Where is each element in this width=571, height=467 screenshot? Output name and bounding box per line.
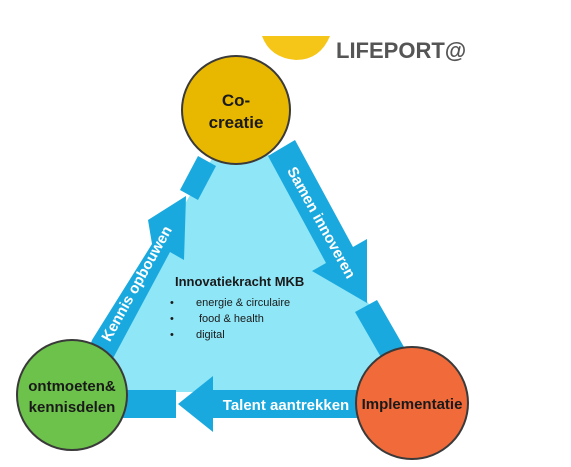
node-co-creatie-line1: Co- — [222, 91, 250, 110]
node-ontmoeten-circle — [16, 339, 128, 451]
node-ontmoeten-kennisdelen: ontmoeten& kennisdelen — [16, 339, 128, 451]
center-title: Innovatiekracht MKB — [175, 274, 304, 289]
arrow-label-talent-aantrekken: Talent aantrekken — [223, 397, 349, 414]
arrow-talent-aantrekken-shape — [178, 376, 358, 432]
node-implementatie: Implementatie — [355, 346, 469, 460]
node-co-creatie-line2: creatie — [209, 113, 264, 132]
brand-logo-mark — [262, 36, 330, 60]
node-co-creatie: Co- creatie — [181, 55, 291, 165]
arrow-samen-innoveren-tail — [355, 300, 404, 359]
arrow-kennis-opbouwen-tail — [180, 156, 216, 200]
brand-logo: LIFEPORT@ — [262, 36, 466, 63]
center-item-food: food & health — [199, 313, 264, 325]
brand-name: LIFEPORT@ — [336, 38, 466, 63]
node-co-creatie-circle — [181, 55, 291, 165]
center-item-energie: energie & circulaire — [196, 297, 290, 309]
node-ontmoeten-line2: kennisdelen — [29, 399, 116, 416]
center-item-bullet: • — [170, 313, 174, 325]
center-item-bullet: • — [170, 329, 174, 341]
center-item-bullet: • — [170, 297, 174, 309]
node-implementatie-label: Implementatie — [362, 396, 463, 413]
arrow-kennis-opbouwen-shape — [88, 196, 186, 364]
node-implementatie-circle — [355, 346, 469, 460]
center-content: Innovatiekracht MKB • energie & circulai… — [170, 274, 304, 341]
center-triangle — [72, 112, 428, 392]
node-ontmoeten-line1: ontmoeten& — [28, 378, 116, 395]
center-item-digital: digital — [196, 329, 225, 341]
arrow-talent-aantrekken-tail — [120, 390, 176, 418]
arrow-samen-innoveren-shape — [268, 140, 367, 303]
arrow-talent-aantrekken: Talent aantrekken — [120, 376, 358, 432]
